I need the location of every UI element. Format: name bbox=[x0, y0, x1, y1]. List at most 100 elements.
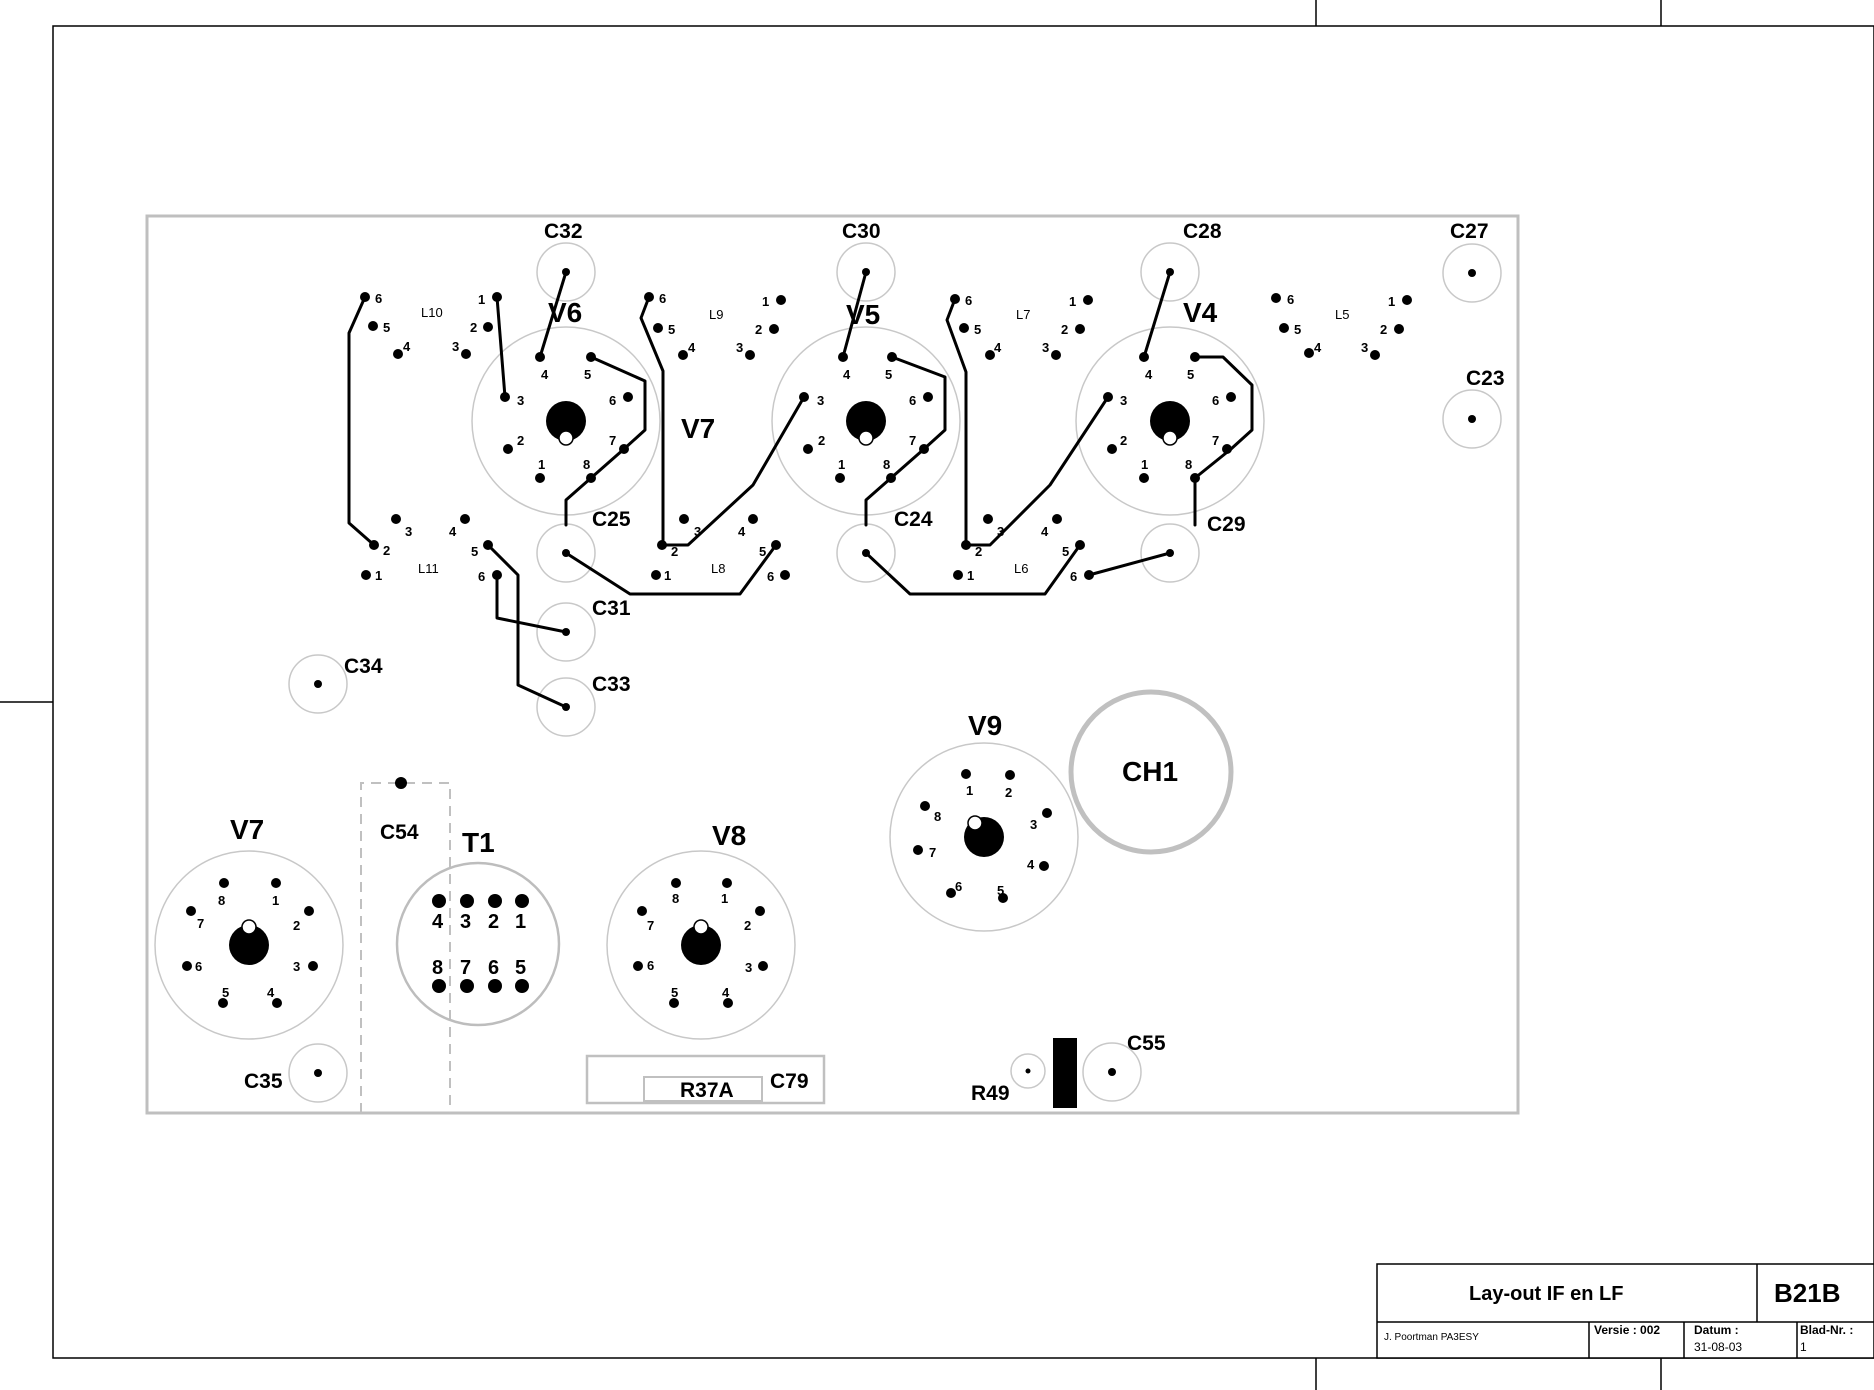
svg-text:8: 8 bbox=[218, 893, 225, 908]
board-outline bbox=[145, 214, 1520, 1115]
capacitor-c30: C30 bbox=[836, 220, 896, 302]
svg-text:2: 2 bbox=[517, 433, 524, 448]
svg-text:4: 4 bbox=[738, 524, 746, 539]
svg-text:T1: T1 bbox=[462, 827, 495, 858]
svg-text:C55: C55 bbox=[1127, 1032, 1166, 1055]
svg-text:4: 4 bbox=[1145, 367, 1153, 382]
title-block-author: J. Poortman PA3ESY bbox=[1384, 1332, 1479, 1343]
svg-text:5: 5 bbox=[471, 544, 478, 559]
svg-text:5: 5 bbox=[1062, 544, 1069, 559]
svg-text:5: 5 bbox=[668, 322, 675, 337]
title-block-sheet-value: 1 bbox=[1800, 1340, 1807, 1354]
svg-text:C30: C30 bbox=[842, 220, 881, 243]
choke-ch1: CH1 bbox=[1068, 689, 1234, 855]
capacitor-c27: C27 bbox=[1442, 220, 1502, 303]
svg-text:5: 5 bbox=[974, 322, 981, 337]
title-block: Lay-out IF en LF B21B J. Poortman PA3ESY… bbox=[1376, 1263, 1874, 1359]
svg-text:C33: C33 bbox=[592, 673, 631, 696]
valve-label-v4: V4 bbox=[1183, 297, 1218, 328]
mid-capacitors: C25 C24 C29 C31 C33 C34 bbox=[288, 508, 1246, 737]
svg-text:6: 6 bbox=[647, 958, 654, 973]
svg-text:4: 4 bbox=[1314, 340, 1322, 355]
svg-text:C35: C35 bbox=[244, 1070, 283, 1093]
svg-text:6: 6 bbox=[909, 393, 916, 408]
capacitor-c34: C34 bbox=[288, 654, 383, 714]
transformer-t1: T1 4 3 2 1 8 7 6 5 bbox=[395, 827, 561, 1027]
svg-text:2: 2 bbox=[488, 911, 499, 933]
svg-text:2: 2 bbox=[470, 320, 477, 335]
upper-pin-numbers: 4 5 3 6 2 7 1 8 4 5 3 6 2 7 1 8 4 5 3 6 … bbox=[517, 367, 1219, 472]
svg-text:6: 6 bbox=[478, 569, 485, 584]
svg-text:3: 3 bbox=[1120, 393, 1127, 408]
svg-text:L7: L7 bbox=[1016, 307, 1030, 322]
svg-text:3: 3 bbox=[817, 393, 824, 408]
svg-text:CH1: CH1 bbox=[1122, 756, 1178, 787]
svg-text:2: 2 bbox=[383, 543, 390, 558]
valve-label-v8: V8 bbox=[712, 820, 746, 851]
valve-socket-v4: V4 bbox=[1075, 297, 1265, 516]
svg-text:1: 1 bbox=[538, 457, 545, 472]
svg-text:2: 2 bbox=[1380, 322, 1387, 337]
svg-text:6: 6 bbox=[488, 957, 499, 979]
svg-text:6: 6 bbox=[1287, 292, 1294, 307]
capacitor-c31: C31 bbox=[536, 597, 631, 662]
svg-text:C28: C28 bbox=[1183, 220, 1222, 243]
svg-text:R49: R49 bbox=[971, 1082, 1010, 1105]
svg-text:4: 4 bbox=[1027, 857, 1035, 872]
svg-text:L9: L9 bbox=[709, 307, 723, 322]
svg-text:C27: C27 bbox=[1450, 220, 1489, 243]
resistor-r37a-capacitor-c79: R37A C79 bbox=[585, 1054, 826, 1105]
svg-text:5: 5 bbox=[885, 367, 892, 382]
svg-text:1: 1 bbox=[1069, 294, 1076, 309]
svg-text:3: 3 bbox=[694, 524, 701, 539]
svg-text:7: 7 bbox=[460, 957, 471, 979]
svg-text:7: 7 bbox=[609, 433, 616, 448]
capacitor-c35: C35 bbox=[244, 1043, 348, 1103]
svg-text:1: 1 bbox=[515, 911, 526, 933]
svg-text:6: 6 bbox=[767, 569, 774, 584]
capacitor-c29: C29 bbox=[1140, 513, 1246, 583]
svg-text:6: 6 bbox=[965, 293, 972, 308]
svg-text:6: 6 bbox=[659, 291, 666, 306]
svg-text:8: 8 bbox=[1185, 457, 1192, 472]
capacitor-c28: C28 bbox=[1140, 220, 1222, 302]
svg-text:2: 2 bbox=[818, 433, 825, 448]
svg-text:7: 7 bbox=[1212, 433, 1219, 448]
svg-text:L6: L6 bbox=[1014, 561, 1028, 576]
svg-text:C31: C31 bbox=[592, 597, 631, 620]
svg-text:5: 5 bbox=[671, 985, 678, 1000]
svg-text:6: 6 bbox=[609, 393, 616, 408]
svg-text:5: 5 bbox=[1187, 367, 1194, 382]
svg-text:C32: C32 bbox=[544, 220, 583, 243]
svg-text:3: 3 bbox=[452, 339, 459, 354]
svg-text:4: 4 bbox=[843, 367, 851, 382]
title-block-sheet-label: Blad-Nr. : bbox=[1800, 1323, 1853, 1337]
svg-text:3: 3 bbox=[1042, 340, 1049, 355]
svg-text:7: 7 bbox=[929, 845, 936, 860]
svg-text:3: 3 bbox=[1030, 817, 1037, 832]
svg-text:5: 5 bbox=[759, 544, 766, 559]
svg-text:4: 4 bbox=[541, 367, 549, 382]
svg-text:6: 6 bbox=[195, 959, 202, 974]
svg-text:C54: C54 bbox=[380, 821, 419, 844]
title-block-date-value: 31-08-03 bbox=[1694, 1340, 1742, 1354]
svg-text:1: 1 bbox=[762, 294, 769, 309]
svg-text:1: 1 bbox=[375, 568, 382, 583]
svg-text:6: 6 bbox=[1212, 393, 1219, 408]
svg-text:C79: C79 bbox=[770, 1070, 809, 1093]
svg-text:L11: L11 bbox=[418, 561, 439, 576]
svg-text:C25: C25 bbox=[592, 508, 631, 531]
capacitor-c25: C25 bbox=[536, 508, 631, 583]
svg-text:8: 8 bbox=[672, 891, 679, 906]
svg-text:2: 2 bbox=[1120, 433, 1127, 448]
if-coils-top: 6 5 4 1 2 3 L10 6 5 4 1 2 3 L9 6 5 4 1 2… bbox=[360, 291, 1412, 360]
svg-text:4: 4 bbox=[403, 339, 411, 354]
svg-text:C34: C34 bbox=[344, 655, 383, 678]
svg-text:1: 1 bbox=[967, 568, 974, 583]
svg-text:5: 5 bbox=[222, 985, 229, 1000]
title-block-drawing-number: B21B bbox=[1774, 1278, 1840, 1308]
title-block-version: Versie : 002 bbox=[1594, 1323, 1660, 1337]
svg-text:7: 7 bbox=[197, 916, 204, 931]
svg-text:R37A: R37A bbox=[680, 1079, 734, 1102]
wiring bbox=[347, 270, 1254, 709]
